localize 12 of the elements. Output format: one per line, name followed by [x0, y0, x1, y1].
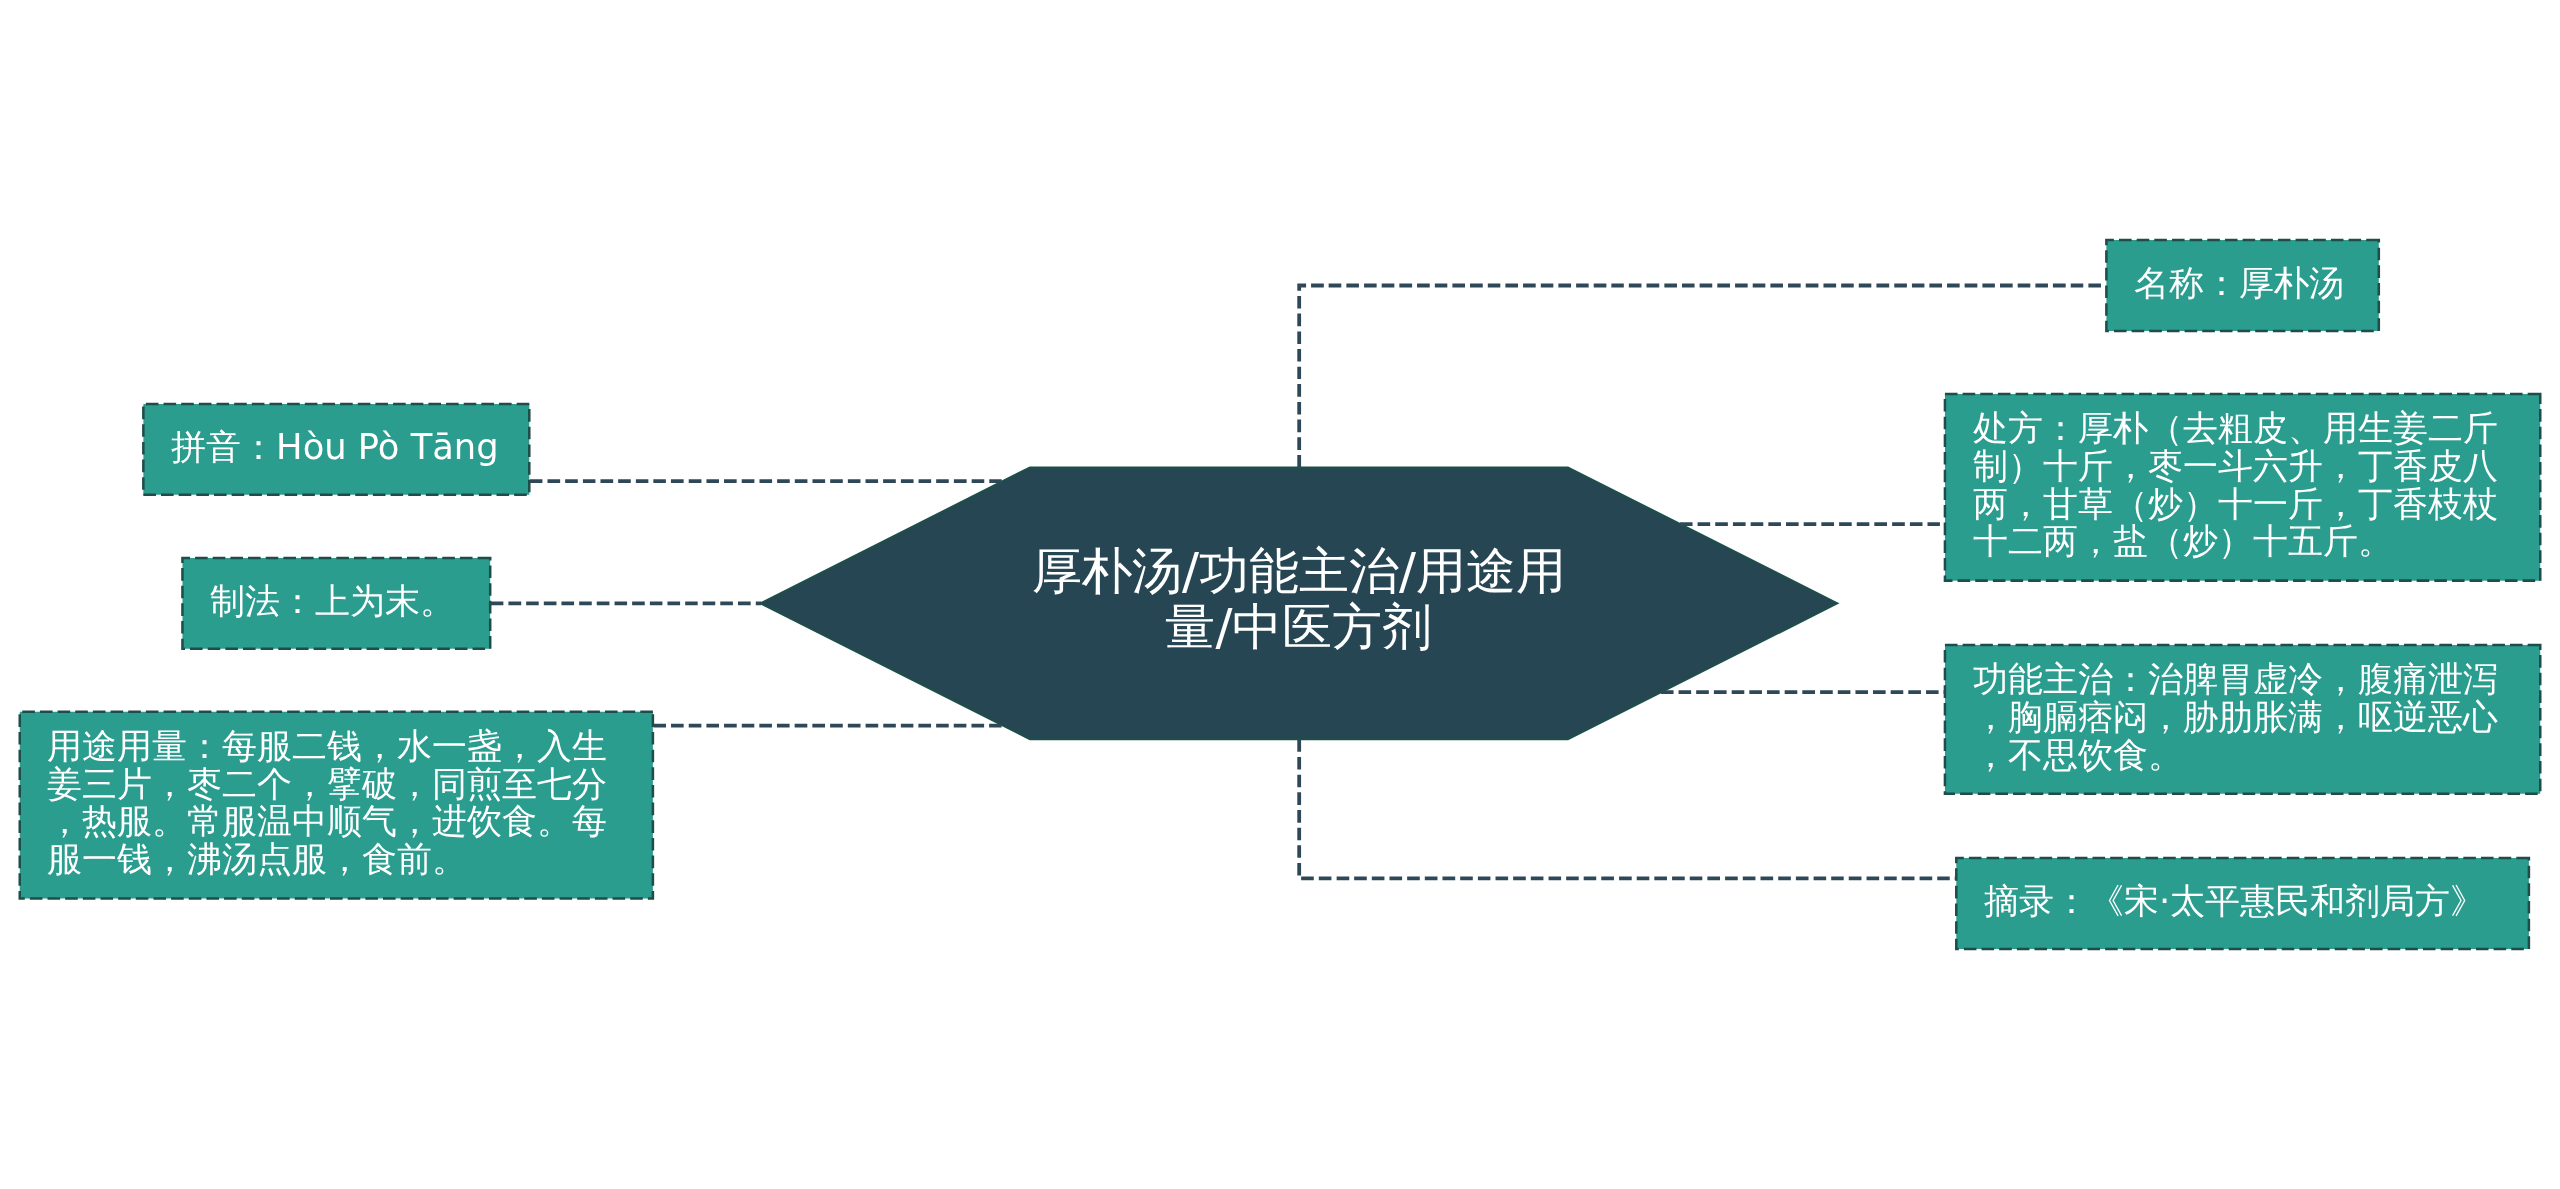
connector [1297, 739, 1956, 881]
node-box: 拼音：Hòu Pò Tāng [142, 402, 531, 497]
connector [1661, 690, 1945, 694]
connector [491, 601, 762, 606]
node-box: 用途用量：每服二钱，水一盏，入生姜三片，枣二个，擘破，同煎至七分，热服。常服温中顺气，进饮食。每服一钱，沸汤点服，食前。 [18, 710, 655, 900]
node-box: 制法：上为末。 [181, 556, 492, 650]
connector [529, 479, 1004, 484]
node-box: 名称：厚朴汤 [2105, 238, 2381, 333]
node-box: 功能主治：治脾胃虚冷，腹痛泄泻，胸膈痞闷，胁肋胀满，呕逆恶心，不思饮食。 [1943, 643, 2542, 796]
node-box: 摘录：《宋·太平惠民和剂局方》 [1955, 856, 2531, 951]
node-box: 处方：厚朴（去粗皮、用生姜二斤制）十斤，枣一斗六升，丁香皮八两，甘草（炒）十一斤，丁香枝杖十二两，盐（炒）十五斤。 [1943, 392, 2542, 582]
connector [653, 723, 1003, 728]
